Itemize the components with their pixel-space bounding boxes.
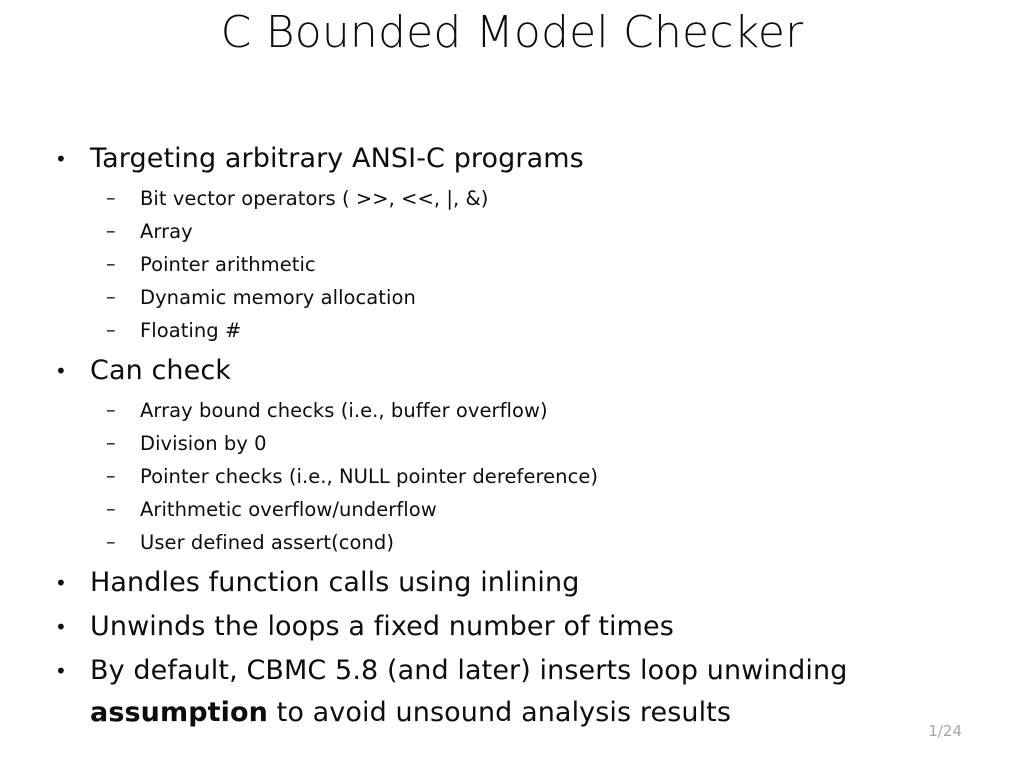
slide-title: C Bounded Model Checker: [220, 7, 804, 58]
sub-bullet-item: – Floating #: [46, 314, 996, 347]
dash-marker-icon: –: [106, 498, 116, 520]
bullet-item: • Unwinds the loops a fixed number of ti…: [46, 606, 996, 648]
dash-marker-icon: –: [106, 286, 116, 308]
bullet-item: • By default, CBMC 5.8 (and later) inser…: [46, 650, 996, 734]
dash-marker-icon: –: [106, 531, 116, 553]
bullet-text: Targeting arbitrary ANSI-C programs: [90, 143, 584, 174]
sub-bullet-item: – Array: [46, 215, 996, 248]
sub-bullet-item: – Bit vector operators ( >>, <<, |, &): [46, 182, 996, 215]
dash-marker-icon: –: [106, 187, 116, 209]
bullet-text: Can check: [90, 355, 232, 386]
sub-bullet-text: User defined assert(cond): [140, 531, 395, 554]
bullet-item: • Can check: [46, 350, 996, 392]
sub-bullet-text: Floating #: [140, 319, 242, 342]
dash-marker-icon: –: [106, 465, 116, 487]
page-number: 1/24: [928, 722, 962, 740]
bullet-text: Unwinds the loops a fixed number of time…: [90, 611, 674, 642]
sub-bullet-item: – Pointer arithmetic: [46, 248, 996, 281]
sub-bullet-item: – Array bound checks (i.e., buffer overf…: [46, 394, 996, 427]
dash-marker-icon: –: [106, 432, 116, 454]
bullet-marker-icon: •: [55, 615, 67, 639]
sub-bullet-text: Arithmetic overflow/underflow: [140, 498, 437, 521]
sub-bullet-text: Pointer arithmetic: [140, 253, 316, 276]
bullet-marker-icon: •: [55, 147, 67, 171]
sub-bullet-text: Pointer checks (i.e., NULL pointer deref…: [140, 465, 599, 488]
bullet-item: • Handles function calls using inlining: [46, 562, 996, 604]
slide-body-content: • Targeting arbitrary ANSI-C programs – …: [46, 138, 996, 736]
sub-bullet-item: – User defined assert(cond): [46, 526, 996, 559]
sub-bullet-text: Bit vector operators ( >>, <<, |, &): [140, 187, 489, 210]
bullet-text: By default, CBMC 5.8 (and later) inserts…: [90, 655, 848, 728]
dash-marker-icon: –: [106, 319, 116, 341]
dash-marker-icon: –: [106, 220, 116, 242]
sub-bullet-item: – Dynamic memory allocation: [46, 281, 996, 314]
dash-marker-icon: –: [106, 399, 116, 421]
bullet-marker-icon: •: [55, 571, 67, 595]
bullet-item: • Targeting arbitrary ANSI-C programs: [46, 138, 996, 180]
bullet-text: Handles function calls using inlining: [90, 567, 580, 598]
sub-bullet-text: Array bound checks (i.e., buffer overflo…: [140, 399, 548, 422]
dash-marker-icon: –: [106, 253, 116, 275]
sub-bullet-item: – Pointer checks (i.e., NULL pointer der…: [46, 460, 996, 493]
sub-bullet-text: Division by 0: [140, 432, 267, 455]
sub-bullet-group: – Array bound checks (i.e., buffer overf…: [46, 394, 996, 559]
sub-bullet-item: – Arithmetic overflow/underflow: [46, 493, 996, 526]
sub-bullet-text: Array: [140, 220, 193, 243]
bullet-marker-icon: •: [55, 659, 67, 683]
sub-bullet-text: Dynamic memory allocation: [140, 286, 416, 309]
sub-bullet-item: – Division by 0: [46, 427, 996, 460]
bullet-marker-icon: •: [55, 359, 67, 383]
sub-bullet-group: – Bit vector operators ( >>, <<, |, &) –…: [46, 182, 996, 347]
